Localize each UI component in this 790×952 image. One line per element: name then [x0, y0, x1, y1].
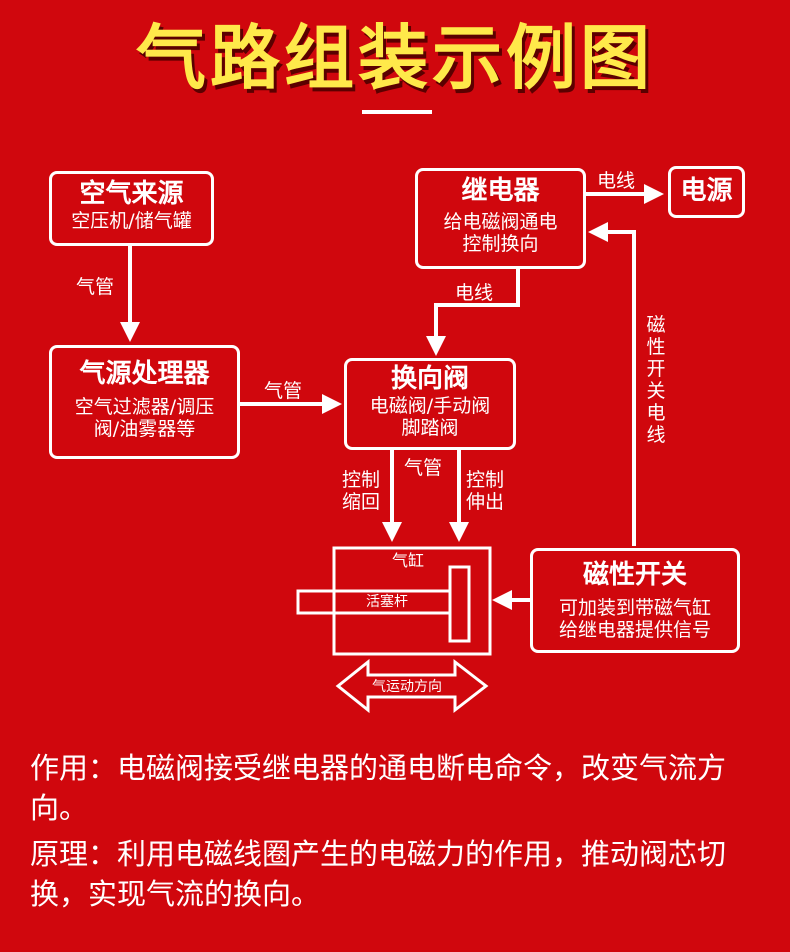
label-air-pipe-1: 气管	[76, 276, 115, 298]
label-retract: 控制缩回	[341, 469, 380, 513]
piston-head	[448, 565, 471, 643]
power-title: 电源	[680, 176, 733, 206]
label-wire-1: 电线	[455, 282, 494, 304]
node-air-source: 空气来源 空压机/储气罐	[49, 171, 214, 246]
valve-desc-2: 脚踏阀	[401, 417, 459, 439]
air-source-desc: 空压机/储气罐	[71, 210, 192, 232]
label-switch-wire: 磁性开关电线	[646, 314, 666, 446]
label-air-pipe-2: 气管	[264, 380, 303, 402]
arrow-switch-relay	[588, 222, 636, 546]
motion-double-arrow	[335, 658, 489, 714]
piston-rod-label: 活塞杆	[366, 594, 408, 610]
relay-desc-2: 控制换向	[462, 233, 539, 255]
processor-title: 气源处理器	[79, 359, 210, 389]
node-valve: 换向阀 电磁阀/手动阀 脚踏阀	[344, 358, 516, 450]
switch-desc-1: 可加装到带磁气缸	[558, 597, 711, 619]
relay-title: 继电器	[461, 176, 540, 206]
motion-label: 气运动方向	[372, 679, 442, 695]
switch-desc-2: 给继电器提供信号	[558, 619, 711, 641]
label-wire-2: 电线	[597, 170, 636, 192]
label-extend: 控制伸出	[465, 469, 504, 513]
valve-desc-1: 电磁阀/手动阀	[369, 395, 491, 417]
title-underline	[362, 110, 432, 114]
arrow-relay-valve	[426, 268, 520, 356]
node-relay: 继电器 给电磁阀通电 控制换向	[415, 168, 586, 269]
page-title: 气路组装示例图	[136, 17, 654, 99]
note-function: 作用：电磁阀接受继电器的通电断电命令，改变气流方向。	[30, 751, 727, 825]
cylinder-label: 气缸	[392, 551, 425, 570]
switch-title: 磁性开关	[582, 560, 687, 590]
valve-title: 换向阀	[390, 364, 469, 394]
node-magnetic-switch: 磁性开关 可加装到带磁气缸 给继电器提供信号	[530, 548, 740, 653]
note-principle: 原理：利用电磁线圈产生的电磁力的作用，推动阀芯切换，实现气流的换向。	[30, 837, 727, 911]
node-processor: 气源处理器 空气过滤器/调压 阀/油雾器等	[49, 345, 240, 459]
relay-desc-1: 给电磁阀通电	[443, 211, 558, 233]
label-air-pipe-3: 气管	[404, 457, 443, 479]
processor-desc-1: 空气过滤器/调压	[74, 396, 215, 418]
air-source-title: 空气来源	[79, 179, 184, 209]
processor-desc-2: 阀/油雾器等	[93, 418, 196, 440]
node-power: 电源	[668, 166, 745, 218]
cylinder-body	[332, 546, 492, 656]
